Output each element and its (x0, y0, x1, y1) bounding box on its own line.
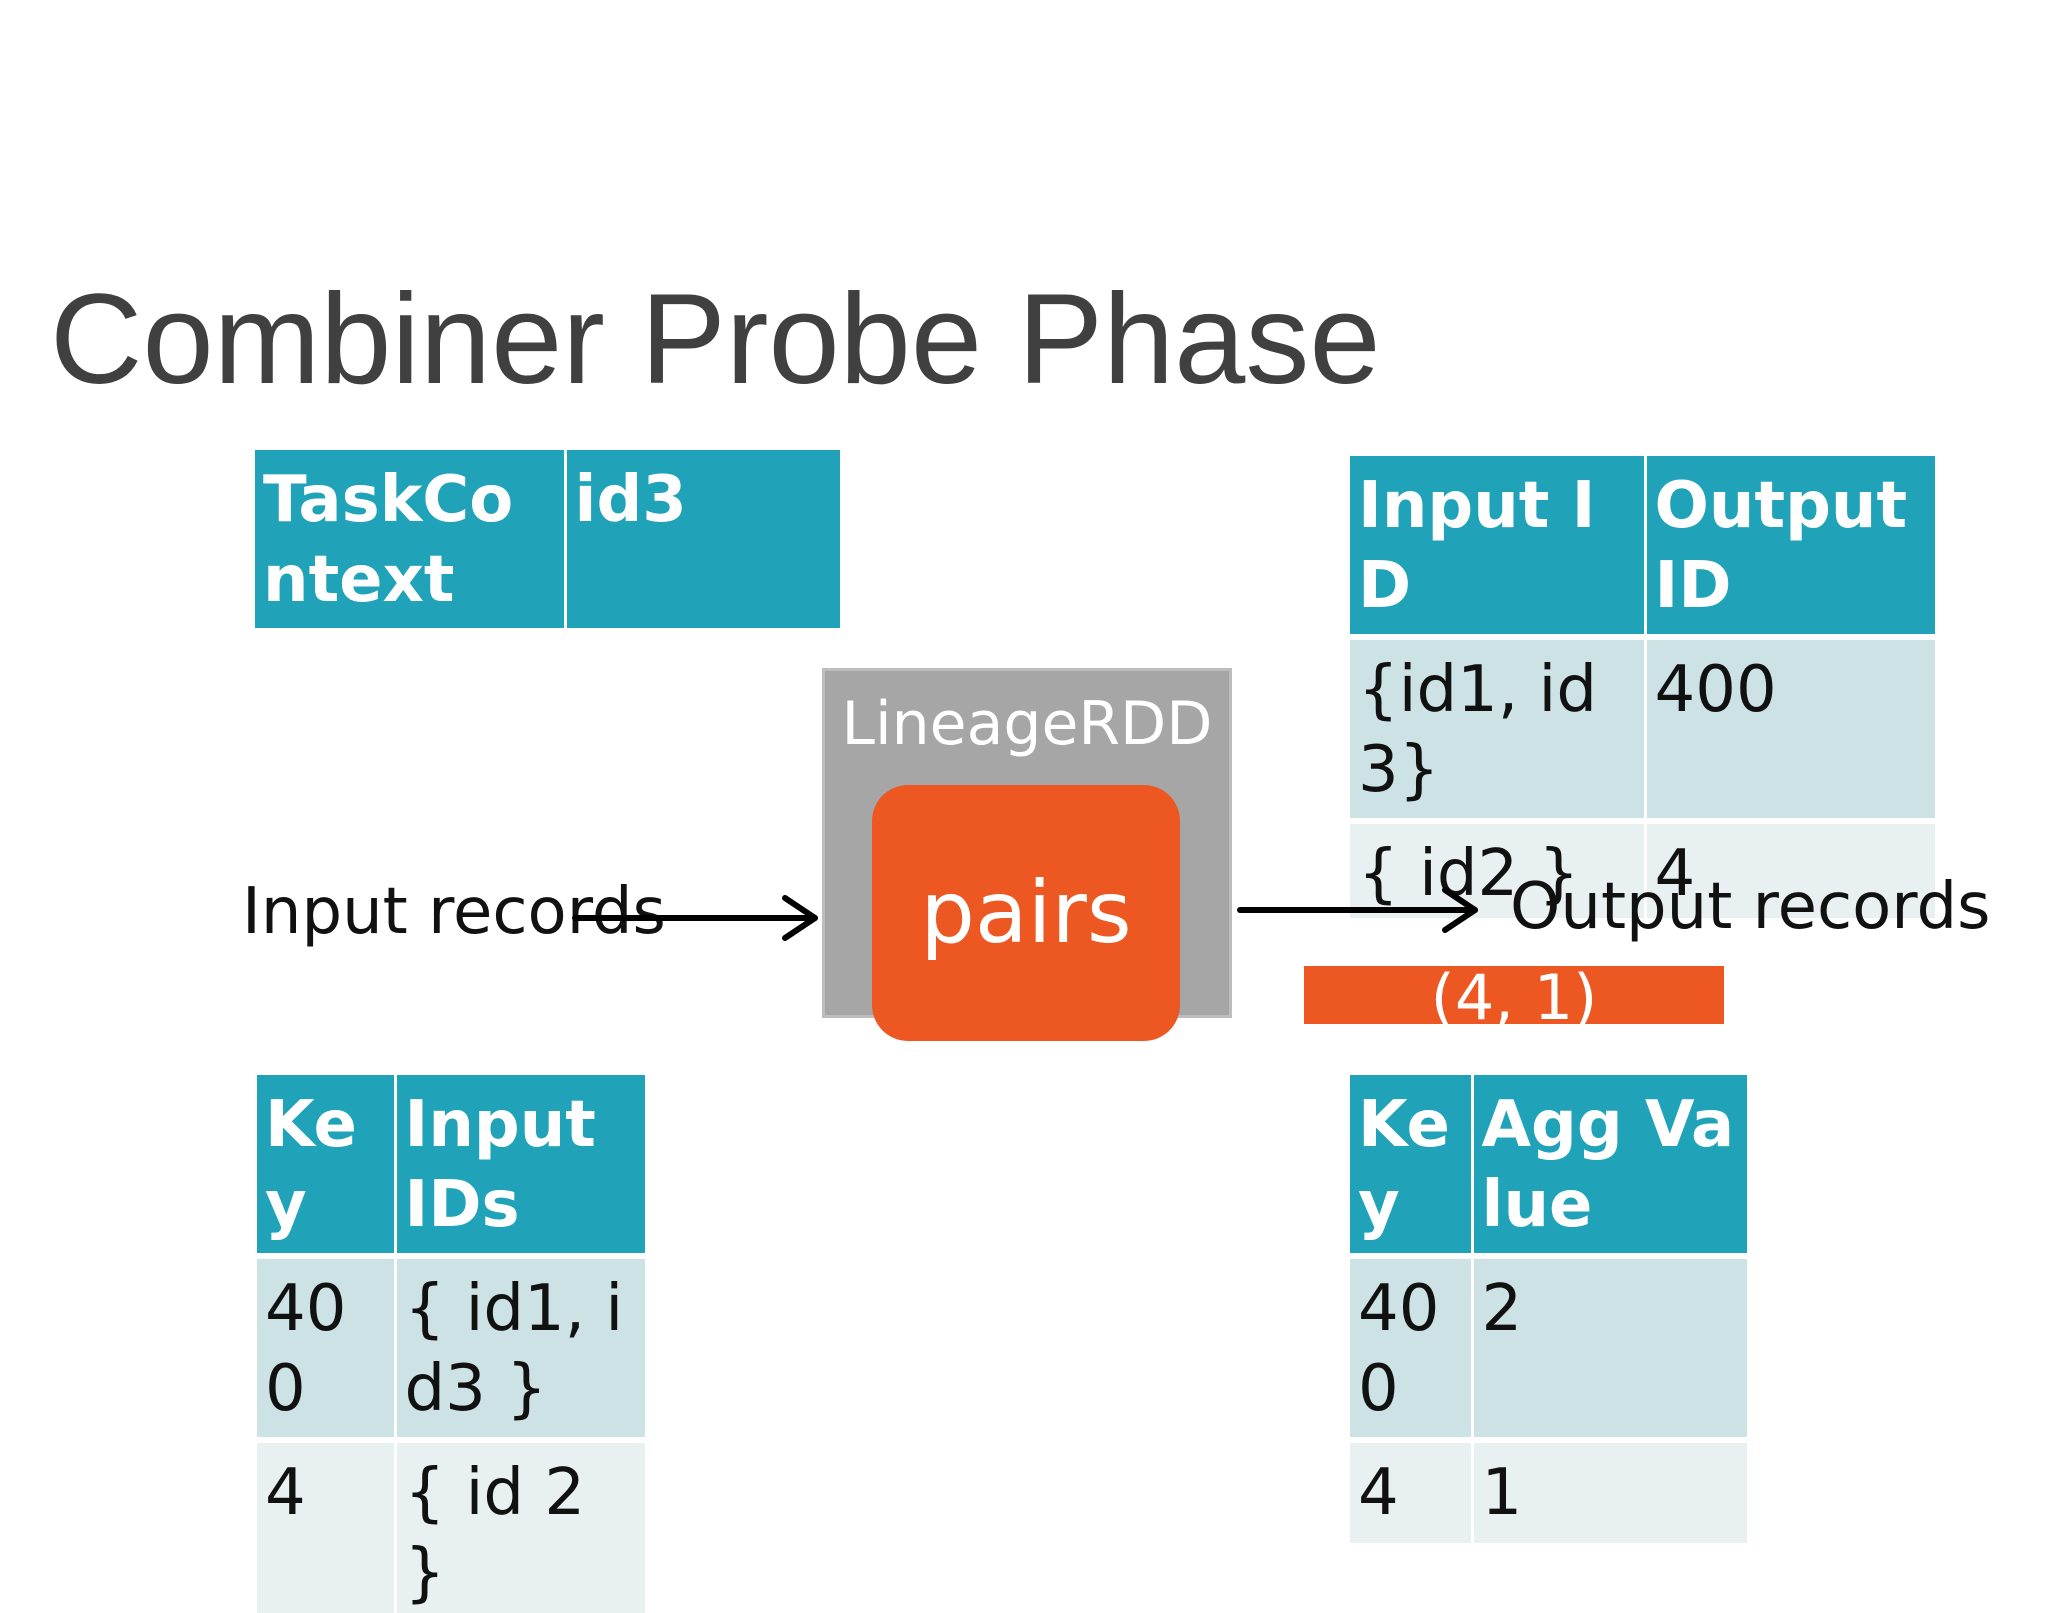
table-header-cell: Input ID (1350, 456, 1647, 640)
input-records-label: Input records (242, 875, 666, 949)
table-header-cell: Key (257, 1075, 397, 1259)
table-row: 400 2 (1350, 1256, 1747, 1443)
task-context-table: TaskContext id3 (255, 450, 840, 628)
table-row: Input ID Output ID (1350, 456, 1935, 640)
table-header-cell: Key (1350, 1075, 1474, 1259)
table-row: {id1, id3} 400 (1350, 637, 1935, 824)
table-row: 400 { id1, id3 } (257, 1256, 645, 1443)
table-row: { id2 } 4 (1350, 821, 1935, 918)
output-record-bar: (4, 1) (1304, 966, 1724, 1024)
table-cell: { id2 } (1350, 821, 1647, 918)
input-arrow-head (782, 895, 818, 941)
output-records-label: Output records (1510, 870, 1991, 944)
flow-arrows (572, 887, 1478, 941)
table-cell: 400 (1645, 637, 1935, 824)
table-cell: { id 2 } (395, 1440, 645, 1613)
table-row: 4 1 (1350, 1440, 1747, 1543)
key-input-table: Key Input IDs 400 { id1, id3 } 4 { id 2 … (257, 1075, 645, 1613)
key-agg-table: Key Agg Value 400 2 4 1 (1350, 1075, 1747, 1543)
page-title: Combiner Probe Phase (50, 268, 1381, 411)
pairs-box: pairs (872, 785, 1180, 1041)
table-cell: 2 (1472, 1256, 1747, 1443)
task-context-value: id3 (565, 450, 840, 628)
table-cell: 4 (257, 1440, 397, 1613)
pairs-label: pairs (920, 863, 1132, 963)
input-output-table: Input ID Output ID {id1, id3} 400 { id2 … (1350, 456, 1935, 918)
table-row: Key Input IDs (257, 1075, 645, 1259)
table-header-cell: Output ID (1645, 456, 1935, 640)
output-arrow-head (1442, 887, 1478, 933)
table-row: TaskContext id3 (255, 450, 840, 628)
output-record-value: (4, 1) (1430, 966, 1598, 1024)
lineage-rdd-label: LineageRDD (841, 689, 1213, 759)
table-header-cell: Input IDs (395, 1075, 645, 1259)
table-row: Key Agg Value (1350, 1075, 1747, 1259)
table-cell: 400 (257, 1256, 397, 1443)
table-cell: 1 (1472, 1440, 1747, 1543)
task-context-label: TaskContext (255, 450, 567, 628)
table-cell: 4 (1350, 1440, 1474, 1543)
table-cell: { id1, id3 } (395, 1256, 645, 1443)
table-cell: 400 (1350, 1256, 1474, 1443)
table-row: 4 { id 2 } (257, 1440, 645, 1613)
table-cell: 4 (1645, 821, 1935, 918)
table-cell: {id1, id3} (1350, 637, 1647, 824)
table-header-cell: Agg Value (1472, 1075, 1747, 1259)
